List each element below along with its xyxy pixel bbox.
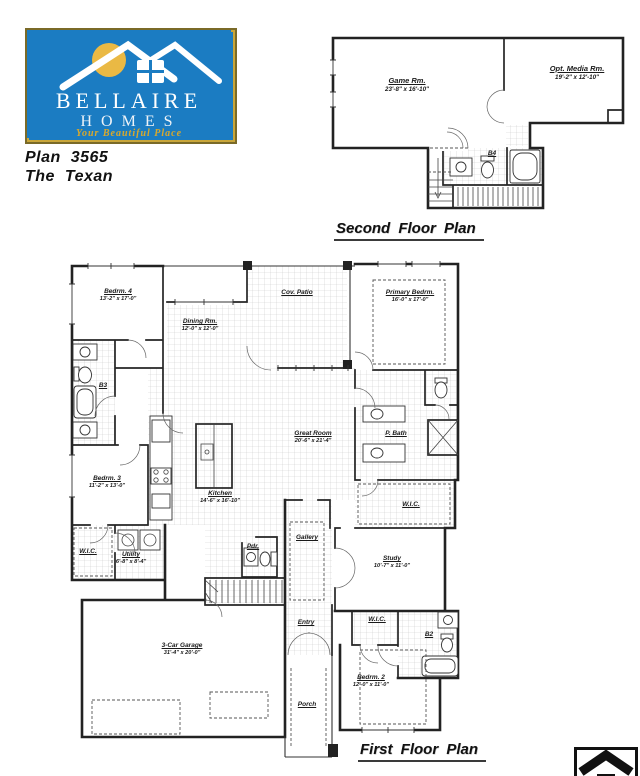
door-swings xyxy=(89,339,450,667)
stairs-second-floor xyxy=(428,158,539,206)
kitchen-fixtures xyxy=(149,415,233,521)
room-label-pdr: Pdr. xyxy=(246,543,260,550)
dashed-details xyxy=(73,279,451,748)
windows xyxy=(69,261,441,733)
room-label-wic-bed3: W.I.C. xyxy=(79,548,97,555)
brand-name-top: BELLAIRE xyxy=(56,88,202,113)
first-floor-plan-drawing xyxy=(69,261,460,758)
bath3-fixtures xyxy=(72,343,98,439)
room-label-pbath: P. Bath xyxy=(385,430,407,437)
room-label-entry: Entry xyxy=(297,619,315,626)
room-label-porch: Porch xyxy=(297,701,317,708)
second-floor-plan-drawing xyxy=(330,36,625,210)
room-label-garage: 3-Car Garage 31'-4" x 20'-0" xyxy=(161,642,203,657)
second-floor-title: Second Floor Plan xyxy=(334,221,484,241)
room-label-bath3: B3 xyxy=(98,382,108,389)
primary-bath-fixtures xyxy=(362,377,448,463)
plan-name: The Texan xyxy=(25,168,114,186)
room-label-great: Great Room 20'-6" x 21'-4" xyxy=(294,430,332,445)
room-label-bedrm4: Bedrm. 4 13'-2" x 17'-0" xyxy=(99,288,137,303)
tile-floor-areas xyxy=(72,266,458,678)
plan-number: Plan 3565 xyxy=(25,149,109,166)
room-label-wic-bed2: W.I.C. xyxy=(368,616,386,623)
room-label-kitchen: Kitchen 14'-6" x 16'-10" xyxy=(200,490,240,505)
room-label-utility: Utility 6'-8" x 8'-4" xyxy=(115,551,147,566)
room-label-bedrm2: Bedrm. 2 12'-0" x 11'-0" xyxy=(352,674,390,689)
room-label-bath4: B4 xyxy=(487,150,497,157)
room-label-bedrm3: Bedrm. 3 11'-2" x 13'-0" xyxy=(88,475,126,490)
room-label-dining: Dining Rm. 12'-0" x 12'-0" xyxy=(181,318,219,333)
room-label-bath2: B2 xyxy=(424,631,434,638)
room-label-study: Study 10'-7" x 11'-0" xyxy=(373,555,411,570)
utility-fixtures xyxy=(117,529,161,551)
logo-art: BELLAIRE HOMES Your Beautiful Place xyxy=(27,30,231,138)
plan-title: Plan 3565 The Texan xyxy=(25,148,113,186)
bellaire-homes-logo: BELLAIRE HOMES Your Beautiful Place xyxy=(25,28,237,144)
room-label-primary: Primary Bedrm. 16'-0" x 17'-0" xyxy=(385,289,435,304)
room-label-wic-primary: W.I.C. xyxy=(402,501,420,508)
room-label-patio: Cov. Patio xyxy=(281,289,313,296)
bath2-fixtures xyxy=(421,611,459,677)
room-label-gallery: Gallery xyxy=(295,534,319,541)
roof-icon xyxy=(59,40,222,91)
powder-fixtures xyxy=(243,547,278,567)
house-icon xyxy=(574,747,638,776)
porch-post xyxy=(328,744,338,757)
first-floor-title: First Floor Plan xyxy=(358,742,487,762)
room-label-game: Game Rm. 23'-8" x 16'-10" xyxy=(385,76,429,93)
brand-tagline: Your Beautiful Place xyxy=(76,128,182,138)
brand-name-bottom: HOMES xyxy=(80,113,181,130)
room-label-media: Opt. Media Rm. 19'-2" x 12'-10" xyxy=(549,64,605,81)
bath4-fixtures xyxy=(449,149,541,184)
